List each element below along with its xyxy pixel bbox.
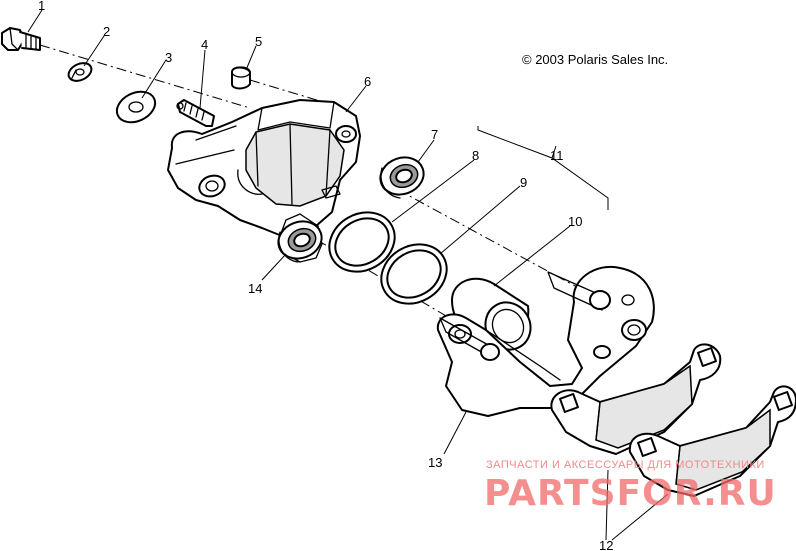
callout-10: 10: [568, 214, 582, 229]
callout-labels: 1 2 3 4 5 6 7 8 9 10 11 12 13 14: [38, 0, 613, 551]
callout-8: 8: [472, 148, 479, 163]
part-12-brake-pads: [550, 343, 796, 497]
part-4-bleeder-screw: [176, 99, 215, 127]
callout-13: 13: [428, 455, 442, 470]
part-3-flat-washer: [115, 90, 157, 124]
group-11-bracket: [477, 126, 609, 210]
callout-2: 2: [103, 24, 110, 39]
callout-9: 9: [520, 175, 527, 190]
part-7-boot-upper: [379, 156, 425, 199]
watermark: ЗАПЧАСТИ И АКСЕССУАРЫ ДЛЯ МОТОТЕХНИКИ PA…: [484, 459, 777, 514]
part-1-bolt: [1, 27, 41, 51]
callout-12: 12: [599, 538, 613, 551]
watermark-brand: PARTSFOR.RU: [484, 473, 777, 514]
part-14-boot-lower: [277, 220, 323, 263]
part-10-piston: [451, 277, 532, 353]
part-6-caliper-body: [167, 99, 361, 263]
callout-6: 6: [364, 74, 371, 89]
callout-14: 14: [248, 281, 262, 296]
watermark-tagline: ЗАПЧАСТИ И АКСЕССУАРЫ ДЛЯ МОТОТЕХНИКИ: [486, 459, 765, 471]
callout-4: 4: [201, 37, 208, 52]
copyright-notice: © 2003 Polaris Sales Inc.: [522, 52, 668, 67]
callout-11: 11: [550, 148, 564, 163]
leader-lines: [27, 9, 669, 541]
part-9-o-ring: [380, 243, 448, 305]
part-8-o-ring: [328, 211, 396, 273]
callout-5: 5: [255, 34, 262, 49]
part-13-bracket: [436, 265, 655, 417]
callout-1: 1: [38, 0, 45, 13]
part-2-lock-washer: [67, 62, 93, 82]
callout-3: 3: [165, 50, 172, 65]
callout-7: 7: [431, 127, 438, 142]
part-5-bushing: [231, 66, 251, 90]
